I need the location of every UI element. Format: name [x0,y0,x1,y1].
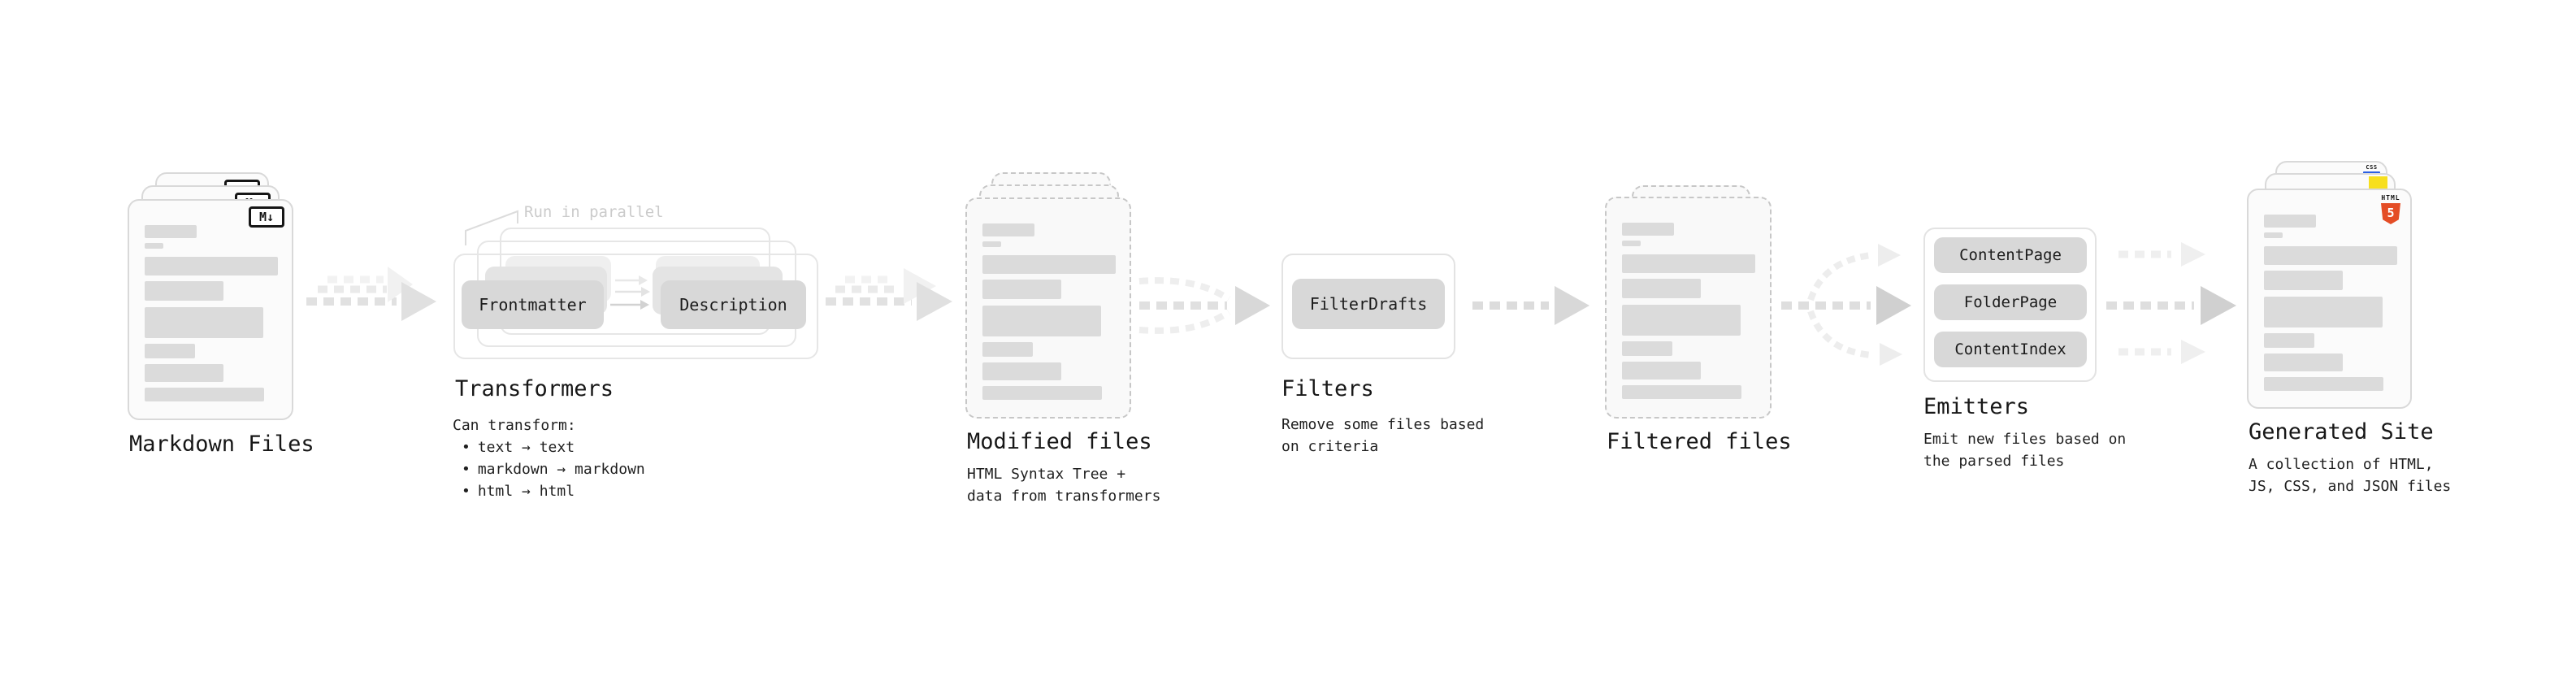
markdown-doc-front: M↓ [128,199,293,420]
bullet-icon: • [462,483,471,500]
filters-description: Remove some files based on criteria [1281,416,1485,455]
run-in-parallel-annotation: Run in parallel [524,203,664,221]
description-pill: Description [661,280,806,329]
flow-arrow-transformers-to-modified [826,268,952,321]
transform-bullet: •markdown → markdown [462,461,645,478]
js-file-icon [2369,176,2387,189]
contentindex-pill: ContentIndex [1934,332,2087,367]
stage-label-transformers: Transformers [455,376,614,401]
bullet-icon: • [462,439,471,456]
modified-doc-front [965,197,1131,419]
doc-text-placeholder-bars [982,223,1116,400]
transform-bullet: •text → text [462,439,575,456]
filterdrafts-pill: FilterDrafts [1292,279,1445,329]
flow-arrow-modified-to-filters [1138,277,1270,334]
modified-files-description: HTML Syntax Tree + data from transformer… [967,466,1161,505]
flow-arrow-emitters-to-generated [2106,242,2236,364]
stage-label-filtered-files: Filtered files [1607,429,1792,454]
doc-text-placeholder-bars [145,225,278,401]
bullet-icon: • [462,461,471,478]
frontmatter-pill: Frontmatter [462,280,604,329]
folderpage-pill: FolderPage [1934,284,2087,320]
doc-text-placeholder-bars [2264,215,2397,391]
stage-label-modified-files: Modified files [967,429,1152,454]
contentpage-pill: ContentPage [1934,237,2087,273]
emitters-description: Emit new files based on the parsed files [1923,431,2127,470]
stage-label-filters: Filters [1281,376,1374,401]
stage-label-markdown-files: Markdown Files [129,432,314,457]
flow-arrow-markdown-to-transformers [306,267,436,321]
transformers-description: Can transform: •text → text •markdown → … [453,414,645,502]
filtered-doc-front [1605,197,1772,419]
transformer-frame-front [453,254,818,359]
generated-site-description: A collection of HTML, JS, CSS, and JSON … [2249,456,2452,495]
stage-label-emitters: Emitters [1923,394,2030,419]
flow-arrow-filters-to-filtered [1472,286,1589,325]
stage-label-generated-site: Generated Site [2249,419,2434,445]
flow-arrow-filtered-to-emitters [1781,244,1911,366]
markdown-icon: M↓ [249,206,284,228]
generated-doc-front: HTML 5 [2247,189,2412,409]
html5-icon: HTML 5 [2380,194,2401,224]
transform-bullet: •html → html [462,483,575,500]
description-intro: Can transform: [453,417,576,434]
doc-text-placeholder-bars [1622,223,1755,399]
